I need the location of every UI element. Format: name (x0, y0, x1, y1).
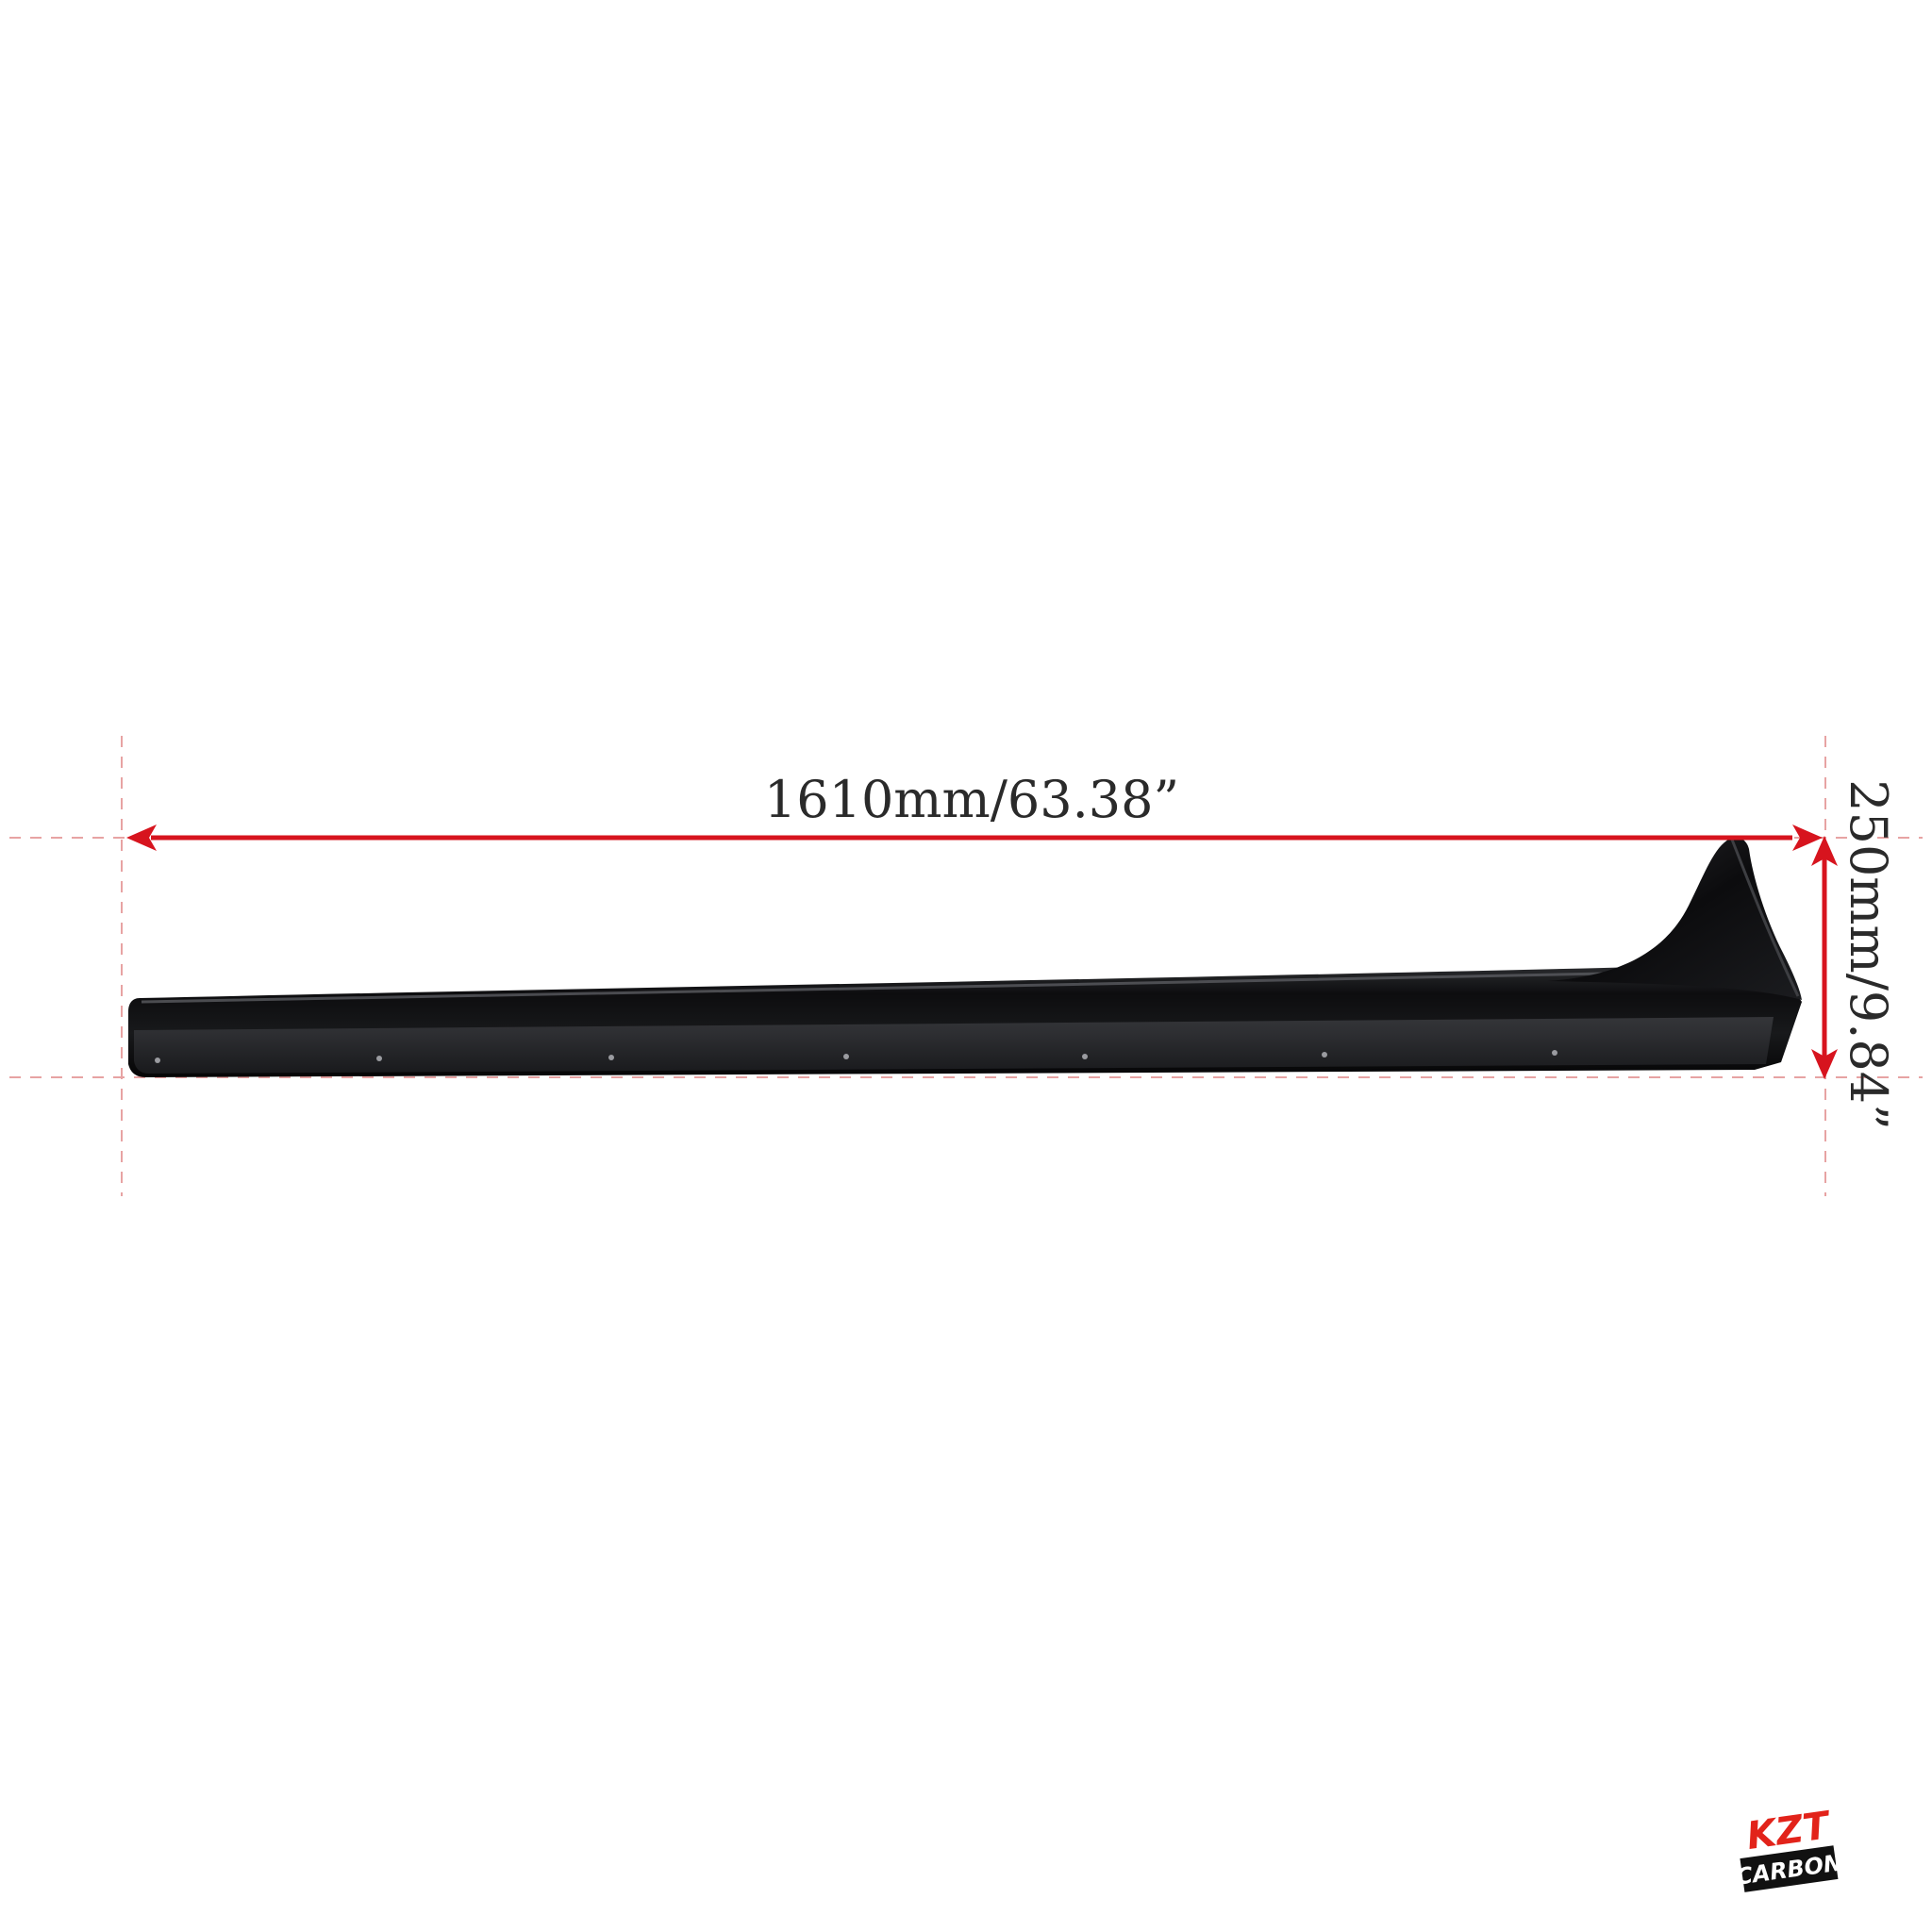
side-skirt-fin (1547, 837, 1802, 1000)
mounting-hole (1322, 1052, 1327, 1058)
length-dimension-arrow (126, 824, 1823, 851)
mounting-hole (608, 1055, 614, 1060)
arrowhead-left (126, 824, 157, 851)
length-dimension-label: 1610mm/63.38” (764, 770, 1179, 829)
arrowhead-right (1792, 824, 1823, 851)
side-skirt-fin-edge (1730, 839, 1800, 997)
arrowhead-top (1811, 836, 1838, 866)
mounting-hole (376, 1056, 382, 1061)
arrowhead-bottom (1811, 1049, 1838, 1079)
kzt-carbon-logo: KZT CARBON (1734, 1804, 1844, 1892)
mounting-hole (1552, 1050, 1557, 1056)
height-dimension-label: 250mm/9.84” (1839, 779, 1898, 1130)
side-skirt-lower-face (134, 1017, 1774, 1074)
mounting-hole (1082, 1054, 1088, 1059)
mounting-hole (155, 1058, 160, 1063)
side-skirt-part (128, 837, 1802, 1077)
height-dimension-arrow (1811, 836, 1838, 1079)
mounting-hole (843, 1054, 849, 1059)
logo-carbon-plate (1740, 1845, 1839, 1892)
mounting-holes (155, 1050, 1557, 1063)
